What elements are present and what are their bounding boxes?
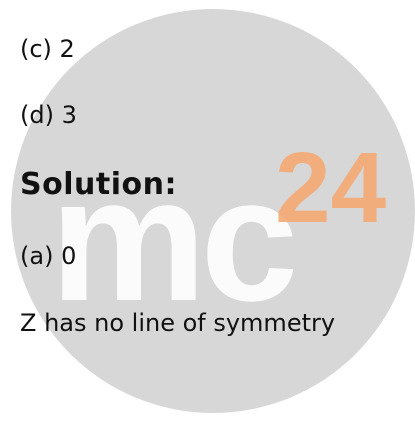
option-d: (d) 3 — [20, 101, 77, 129]
watermark-circle — [11, 9, 415, 413]
watermark-mc-text: mc — [50, 142, 293, 338]
solution-explanation: Z has no line of symmetry — [20, 309, 336, 337]
solution-heading: Solution: — [20, 167, 177, 202]
option-c: (c) 2 — [20, 35, 75, 63]
watermark-24-text: 24 — [275, 132, 387, 244]
solution-answer: (a) 0 — [20, 242, 77, 270]
